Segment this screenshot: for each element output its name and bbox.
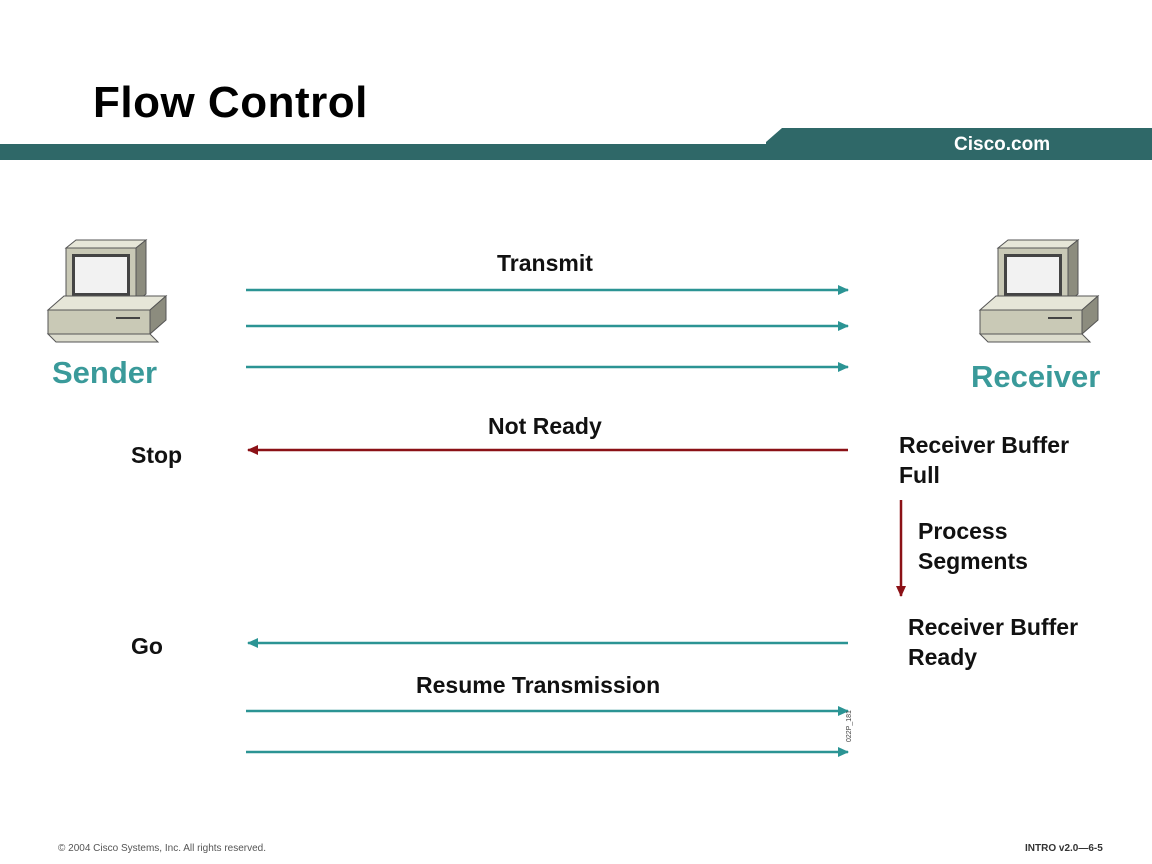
process-segments-label: Process Segments <box>918 516 1028 576</box>
page-title: Flow Control <box>93 78 368 127</box>
sender-computer-icon <box>46 238 168 343</box>
stop-label: Stop <box>131 442 183 468</box>
buffer-ready-line2: Ready <box>908 644 978 670</box>
header-band-thick <box>766 128 1152 160</box>
process-line1: Process <box>918 518 1008 544</box>
header-band <box>0 128 1152 160</box>
buffer-ready-line1: Receiver Buffer <box>908 614 1079 640</box>
figure-code: 022P_181 <box>846 710 853 742</box>
buffer-ready-label: Receiver Buffer Ready <box>908 612 1078 672</box>
receiver-computer-icon <box>978 238 1100 343</box>
buffer-full-line2: Full <box>899 462 940 488</box>
footer-course: INTRO v2.0—6-5 <box>1025 843 1103 854</box>
brand-label: Cisco.com <box>954 134 1051 155</box>
transmit-label: Transmit <box>497 250 593 276</box>
go-label: Go <box>131 633 163 659</box>
not-ready-label: Not Ready <box>488 413 602 439</box>
footer-copyright: © 2004 Cisco Systems, Inc. All rights re… <box>58 843 267 854</box>
sender-label: Sender <box>52 355 158 390</box>
buffer-full-line1: Receiver Buffer <box>899 432 1070 458</box>
buffer-full-label: Receiver Buffer Full <box>899 430 1069 490</box>
process-line2: Segments <box>918 548 1028 574</box>
receiver-label: Receiver <box>971 359 1101 394</box>
resume-transmission-label: Resume Transmission <box>416 672 661 698</box>
